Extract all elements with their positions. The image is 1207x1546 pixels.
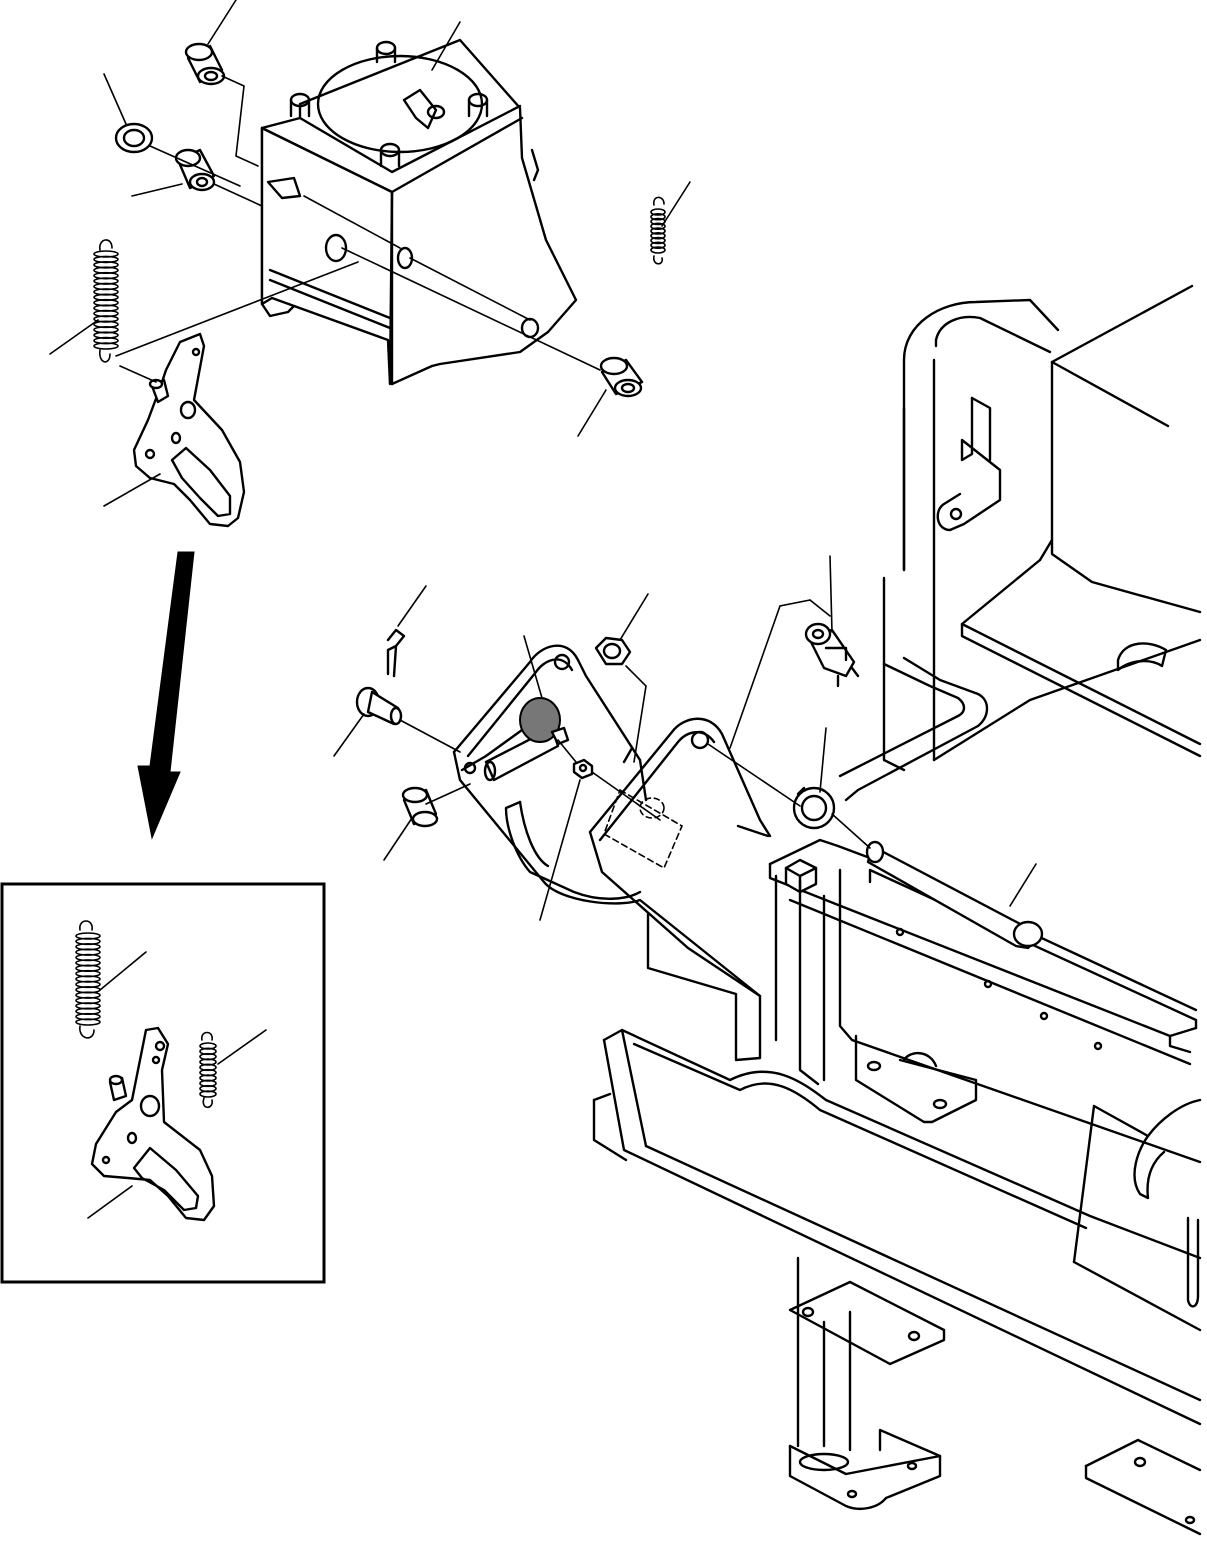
pivot-shaft: [865, 840, 1044, 950]
spring-coil: [650, 236, 666, 245]
extension-spring-top: [93, 239, 119, 363]
bracket-housing: [260, 38, 578, 386]
small-spring-top: [650, 196, 666, 265]
pedal-lever-top: [132, 332, 246, 528]
extension-spring-inset: [75, 920, 101, 1039]
direction-arrow: [137, 551, 195, 840]
spring-coil: [199, 1090, 217, 1098]
nut-small: [572, 758, 594, 780]
bushing-top-3: [599, 356, 644, 398]
spring-coil: [650, 222, 666, 231]
limit-switch: [804, 622, 860, 688]
snap-ring: [792, 786, 836, 830]
spring-coil: [650, 231, 666, 240]
frame-assembly: [592, 284, 1202, 1536]
spring-coil: [650, 246, 666, 254]
bushing-middle: [401, 786, 439, 828]
pedal-lever-inset: [90, 1026, 216, 1222]
cotter-pin: [386, 628, 406, 678]
spring-coil: [650, 227, 666, 235]
spring-coil: [650, 241, 666, 250]
leader-lines-middle: [333, 555, 1037, 921]
spring-coil: [650, 208, 666, 216]
spring-coil: [650, 212, 666, 221]
spring-coil: [75, 1018, 101, 1026]
spring-coil: [93, 342, 119, 350]
knob: [519, 697, 570, 746]
pedal-bracket: [452, 644, 772, 1062]
small-spring-inset: [199, 1031, 217, 1109]
leader-lines-top: [49, 0, 691, 507]
lock-washer-top: [114, 122, 154, 154]
bushing-top-1: [184, 42, 226, 86]
inset-detail: [0, 882, 326, 1284]
clevis-pin: [355, 686, 403, 726]
hex-nut: [594, 636, 632, 666]
